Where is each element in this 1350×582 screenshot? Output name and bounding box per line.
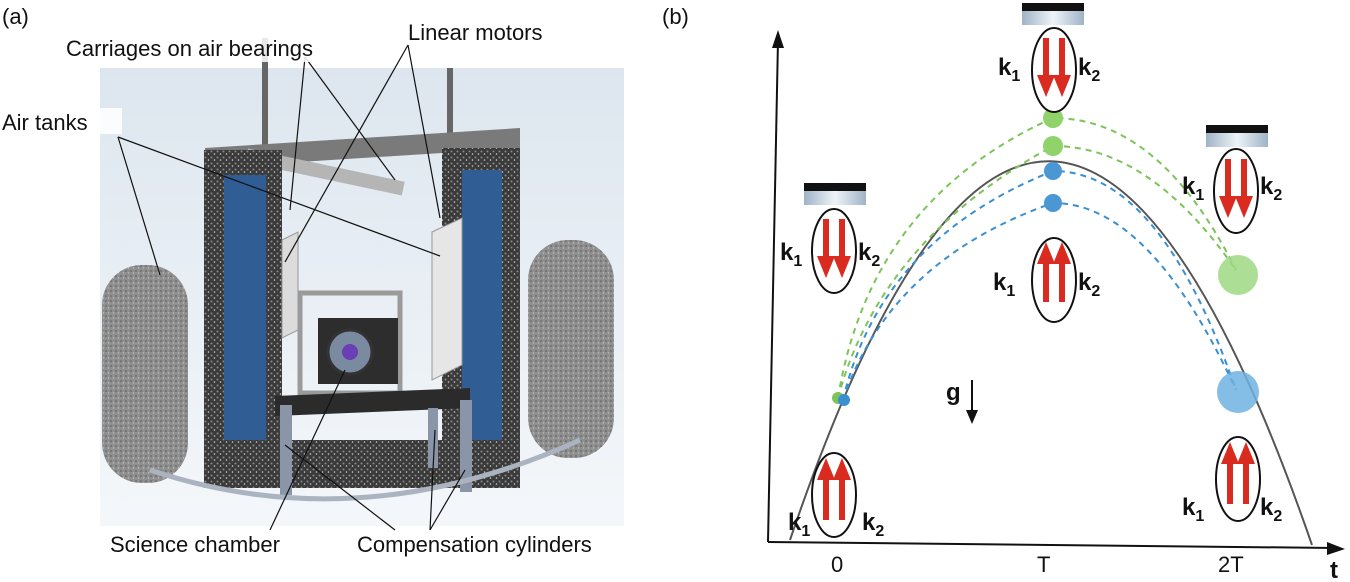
x-tick-T: T — [1037, 552, 1050, 577]
gravity-indicator: g — [946, 379, 978, 424]
mirror-right — [1206, 125, 1268, 147]
pulse-top-down: k1 k2 — [998, 27, 1100, 113]
atom-cloud-blue-top-1 — [1044, 162, 1062, 180]
svg-text:k1: k1 — [1182, 173, 1204, 204]
axes — [767, 30, 1345, 555]
gravity-arrow-icon — [966, 410, 978, 424]
pulse-bottom-right-up: k1 k2 — [1182, 436, 1282, 525]
panel-b: (b) — [662, 3, 1345, 582]
atom-cloud-green-top-2 — [1043, 136, 1063, 156]
svg-text:k1: k1 — [780, 239, 802, 270]
label-science-chamber: Science chamber — [110, 532, 280, 557]
atom-cloud-green-end — [1218, 255, 1258, 295]
x-tick-2T: 2T — [1218, 552, 1244, 577]
label-air-tanks: Air tanks — [2, 110, 88, 135]
atom-cloud-blue-top-2 — [1044, 194, 1062, 212]
t-axis-label: t — [1330, 557, 1338, 582]
svg-text:k2: k2 — [1260, 494, 1282, 525]
label-linear-motors: Linear motors — [408, 20, 543, 45]
svg-text:k1: k1 — [998, 54, 1020, 85]
svg-text:k1: k1 — [788, 509, 810, 540]
pulse-right-down: k1 k2 — [1182, 148, 1282, 234]
green-path-lower — [837, 144, 1237, 399]
atom-cloud-blue-end — [1217, 371, 1259, 413]
mirror-top — [1022, 3, 1084, 25]
pulse-bottom-left-up: k1 k2 — [788, 452, 884, 540]
panel-a-tag: (a) — [2, 4, 29, 29]
label-carriages: Carriages on air bearings — [66, 36, 313, 61]
svg-text:k1: k1 — [993, 269, 1015, 300]
pulse-left-down: k1 k2 — [780, 208, 880, 294]
mirror-left — [804, 183, 866, 205]
green-path-upper — [837, 116, 1237, 399]
atom-cloud-green-top-1 — [1043, 108, 1063, 128]
atom-cloud-blue-start — [838, 394, 850, 406]
x-tick-0: 0 — [831, 552, 843, 577]
svg-text:k2: k2 — [858, 239, 880, 270]
panel-b-tag: (b) — [662, 4, 689, 29]
svg-text:k1: k1 — [1182, 494, 1204, 525]
apparatus-illustration — [100, 38, 624, 526]
gravity-label: g — [946, 379, 961, 406]
pulse-middle-up: k1 k2 — [993, 237, 1100, 323]
panel-a-leader-lines — [117, 44, 466, 531]
svg-text:k2: k2 — [1078, 269, 1100, 300]
svg-text:k2: k2 — [1260, 173, 1282, 204]
label-compensation-cylinders: Compensation cylinders — [357, 532, 592, 557]
svg-text:k2: k2 — [862, 509, 884, 540]
panel-a: (a) — [0, 4, 624, 557]
svg-text:k2: k2 — [1078, 54, 1100, 85]
